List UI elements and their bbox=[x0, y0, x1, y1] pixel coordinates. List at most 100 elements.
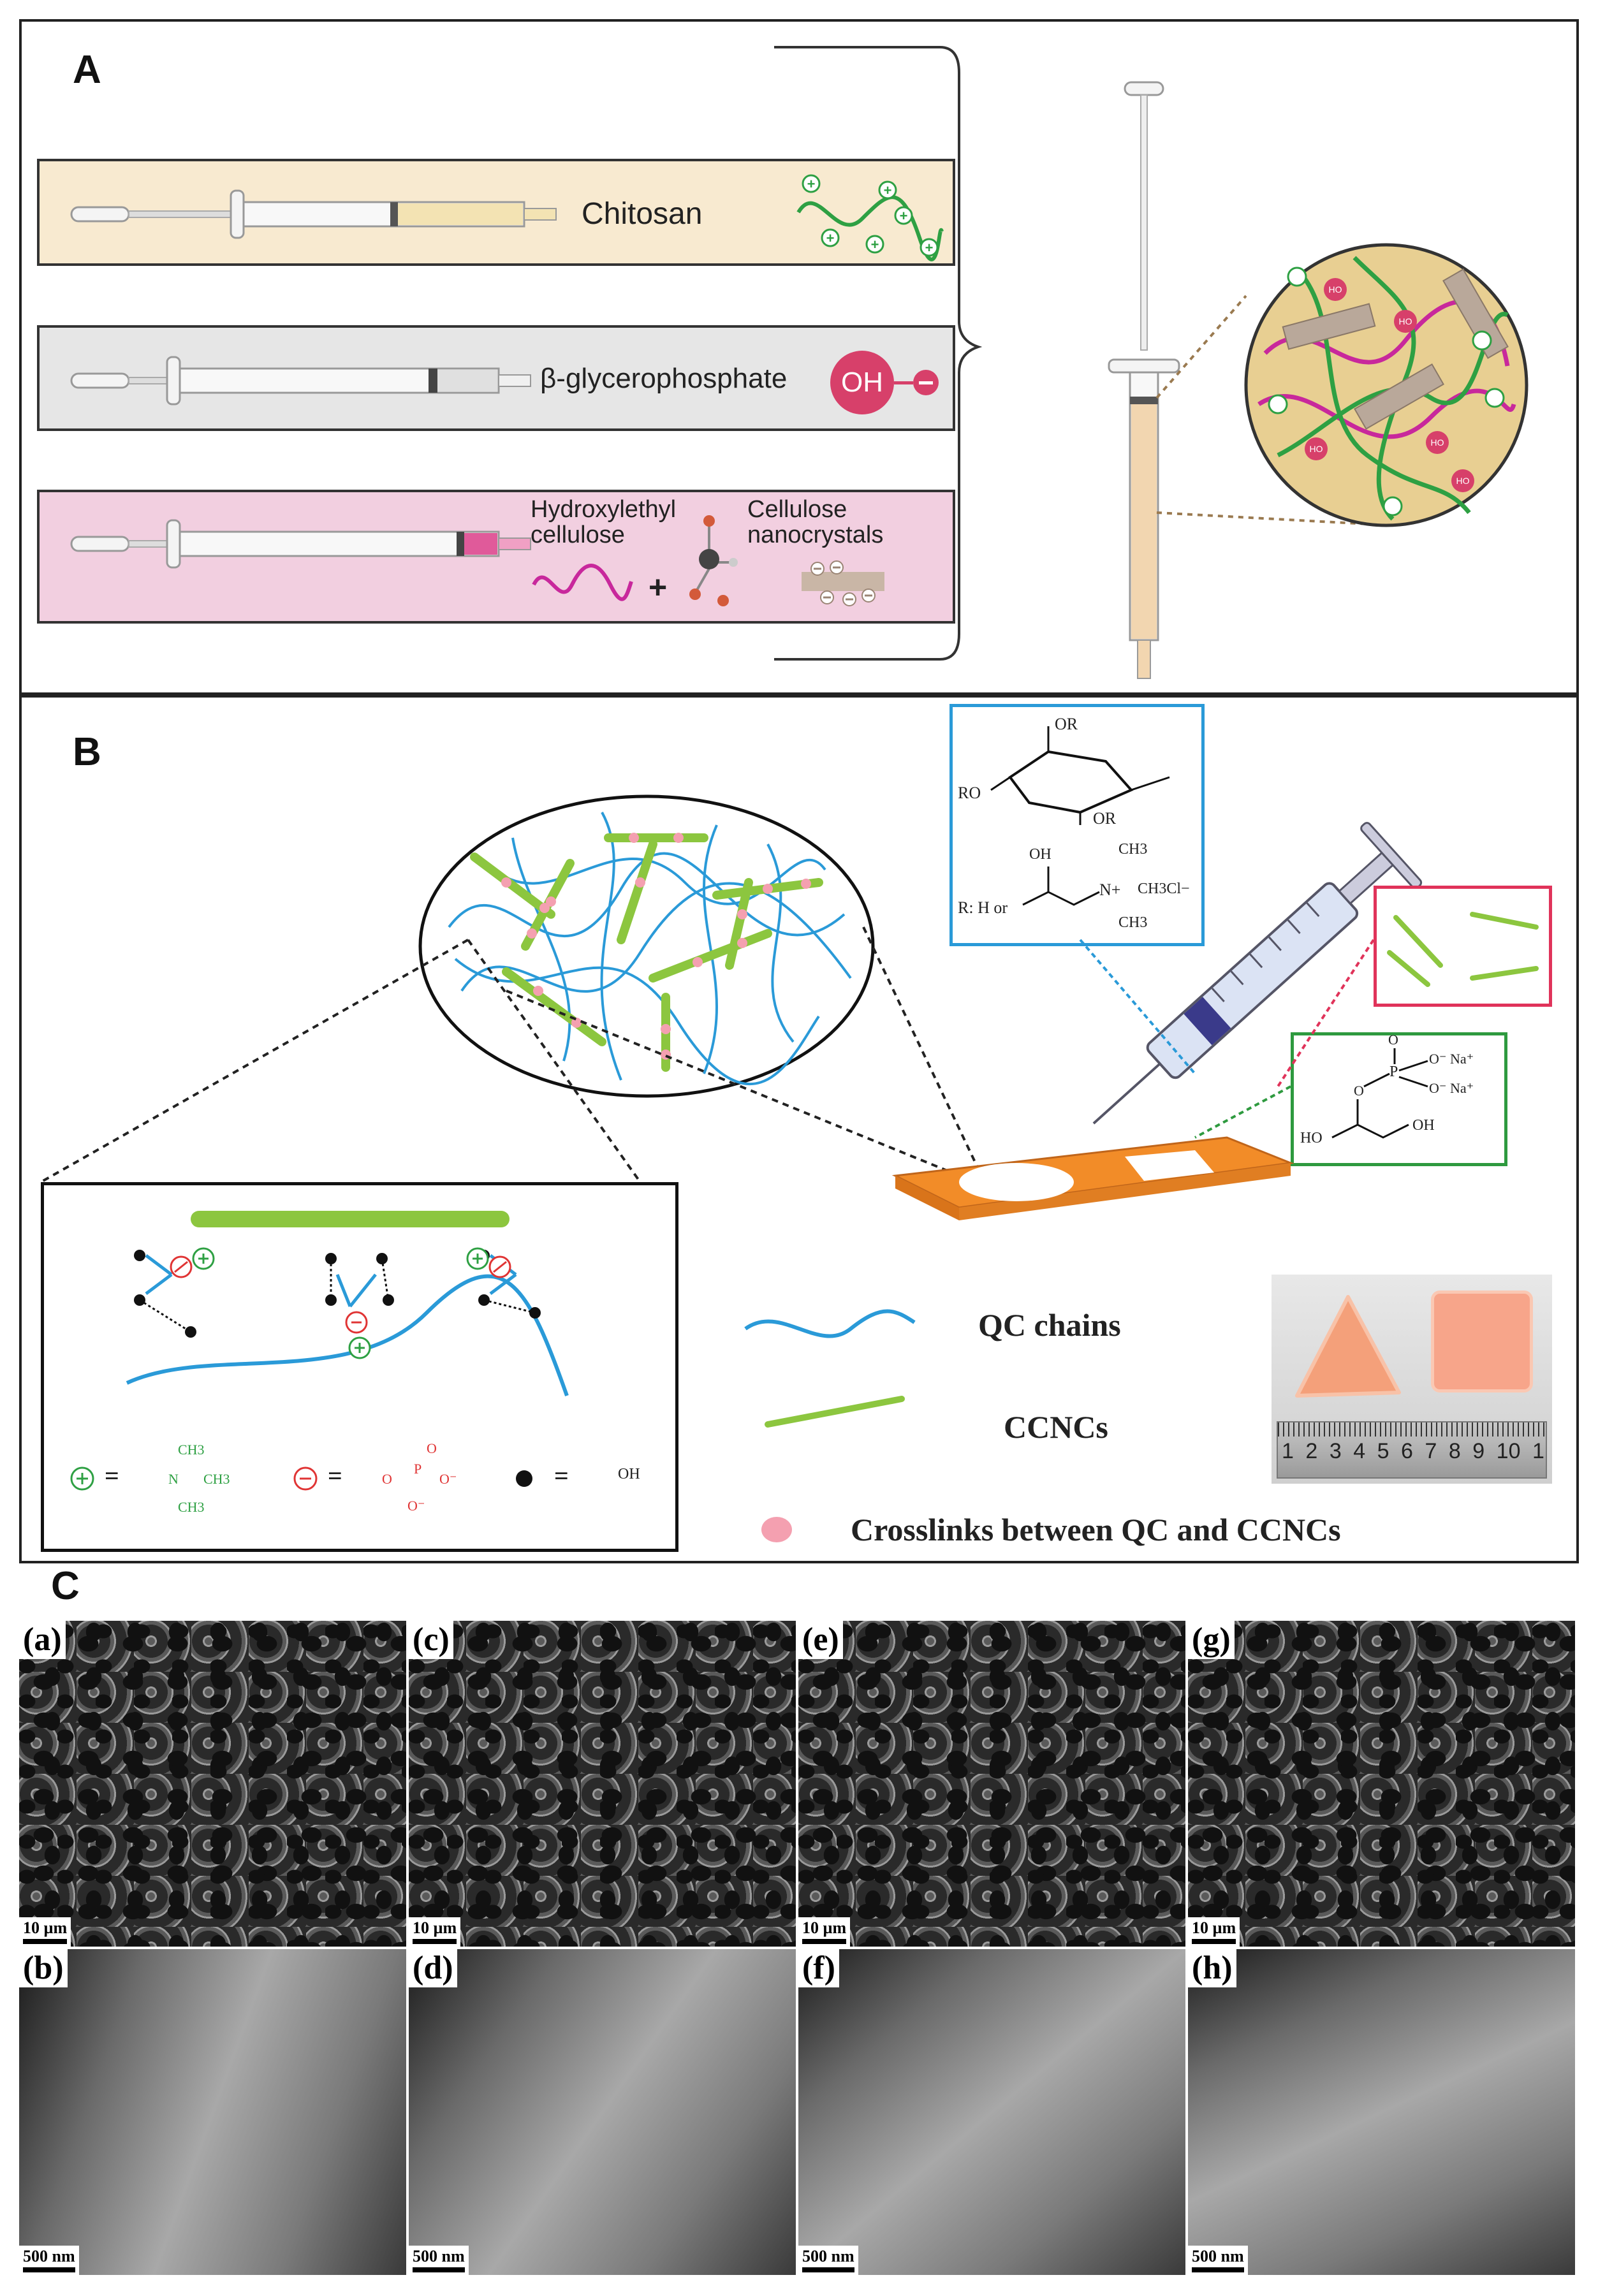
sem-image: (h)500 nm bbox=[1188, 1949, 1575, 2275]
scale-bar-label: 10 µm bbox=[23, 1919, 68, 1937]
ho-symbol: HO bbox=[1310, 444, 1323, 454]
gp-formula-box: O P O⁻ Na⁺ O⁻ Na⁺ O HO OH bbox=[1291, 1032, 1507, 1166]
gp-o-na-2: O⁻ Na⁺ bbox=[1429, 1080, 1474, 1096]
scale-bar: 500 nm bbox=[1188, 2246, 1248, 2275]
plus-sign: + bbox=[649, 569, 668, 605]
hec-label-line1: Hydroxylethyl bbox=[531, 496, 677, 523]
svg-text:+: + bbox=[884, 182, 892, 198]
interaction-schematic bbox=[126, 1211, 569, 1396]
glucose-ring-icon bbox=[990, 726, 1170, 825]
scale-bar-label: 500 nm bbox=[23, 2247, 75, 2265]
scale-bar-label: 500 nm bbox=[1192, 2247, 1244, 2265]
sem-image: (c) 10 µm bbox=[409, 1621, 796, 1947]
key-o1: O bbox=[382, 1471, 392, 1487]
gp-o-link: O bbox=[1354, 1083, 1364, 1099]
scale-bar-line bbox=[1192, 2267, 1244, 2272]
hec-label-line2: cellulose bbox=[531, 522, 625, 548]
formula-ch3-bottom: CH3 bbox=[1118, 914, 1148, 931]
negative-charge-icon bbox=[894, 381, 913, 384]
key-ch3c: CH3 bbox=[178, 1499, 205, 1515]
ho-symbol: HO bbox=[1456, 476, 1470, 486]
hydrogel-network-zoom: HO HO HO HO HO bbox=[1244, 243, 1528, 527]
panel-c: C (a)10 µm(c)10 µm(e)10 µm(g)10 µm(b)500… bbox=[19, 1563, 1579, 2281]
ccnc-box bbox=[1374, 886, 1552, 1007]
key-ch3a: CH3 bbox=[178, 1442, 205, 1458]
key-equals-oh: = bbox=[554, 1461, 569, 1490]
gp-o-na-1: O⁻ Na⁺ bbox=[1429, 1051, 1474, 1067]
ruler-number: 8 bbox=[1448, 1439, 1461, 1463]
injection-syringe-icon bbox=[1092, 822, 1423, 1125]
hec-chain-icon bbox=[532, 564, 633, 601]
formula-oh: OH bbox=[1029, 846, 1052, 863]
sem-image: (a) 10 µm bbox=[19, 1621, 406, 1947]
sem-image: (e)10 µm bbox=[798, 1621, 1185, 1947]
negative-charge-circle bbox=[913, 370, 939, 395]
cnc-label-line1: Cellulose bbox=[747, 496, 847, 523]
scale-bar-line bbox=[802, 1939, 847, 1944]
hec-cnc-row: Hydroxylethyl cellulose + Cellulose nano… bbox=[37, 490, 955, 624]
ruler-number: 1 bbox=[1282, 1439, 1294, 1463]
formula-or-top: OR bbox=[1055, 715, 1078, 733]
scale-bar-line bbox=[23, 2267, 75, 2272]
sem-panel-label: (d) bbox=[409, 1949, 457, 1987]
ruler-number: 7 bbox=[1425, 1439, 1437, 1463]
oh-anion-icon: OH bbox=[830, 351, 894, 414]
interaction-inset: = CH3 N CH3 CH3 = O P O⁻ O⁻ O = OH bbox=[41, 1182, 678, 1552]
ruler-number: 9 bbox=[1472, 1439, 1485, 1463]
scale-bar: 500 nm bbox=[19, 2246, 79, 2275]
sem-image: (b) 500 nm bbox=[19, 1949, 406, 2275]
panel-c-label: C bbox=[51, 1564, 80, 1608]
cnc-label-line2: nanocrystals bbox=[747, 522, 884, 548]
sem-panel-label: (c) bbox=[409, 1621, 453, 1659]
scale-bar-line bbox=[413, 2267, 465, 2272]
panel-a-label: A bbox=[73, 48, 101, 92]
ruler-number: 10 bbox=[1496, 1439, 1521, 1463]
gp-o-top: O bbox=[1388, 1032, 1398, 1048]
scale-bar-line bbox=[23, 1939, 68, 1944]
sem-image: (f) 500 nm bbox=[798, 1949, 1185, 2275]
key-n: N bbox=[168, 1471, 179, 1487]
sem-panel-label: (b) bbox=[19, 1949, 68, 1987]
qc-ccnc-network-zoom bbox=[418, 794, 875, 1098]
sem-image-grid: (a)10 µm(c)10 µm(e)10 µm(g)10 µm(b)500 n… bbox=[19, 1621, 1579, 2281]
key-oh: OH bbox=[618, 1466, 640, 1482]
loaded-syringe-icon bbox=[1108, 81, 1180, 679]
hydrogel-photo: 1 2 3 4 5 6 7 8 9 10 1 bbox=[1272, 1275, 1552, 1484]
sem-panel-label: (a) bbox=[19, 1621, 66, 1659]
sem-panel-label: (g) bbox=[1188, 1621, 1235, 1659]
chitosan-row: Chitosan ++++++ bbox=[37, 159, 955, 266]
scale-bar: 10 µm bbox=[409, 1917, 461, 1947]
panel-a: A Chitosan ++++++ bbox=[19, 19, 1579, 695]
key-o3: O⁻ bbox=[407, 1498, 425, 1514]
ho-symbol: HO bbox=[1399, 316, 1412, 326]
square-hydrogel bbox=[1431, 1291, 1533, 1393]
legend-ccnc-label: CCNCs bbox=[1004, 1409, 1108, 1445]
key-equals-neg: = bbox=[328, 1461, 342, 1490]
glycerophosphate-row: β-glycerophosphate OH bbox=[37, 325, 955, 431]
ccnc-rods-icon bbox=[1387, 912, 1539, 987]
formula-ro: RO bbox=[958, 784, 981, 802]
ruler-number: 4 bbox=[1353, 1439, 1366, 1463]
syringe-icon bbox=[70, 519, 531, 569]
crosslinker-molecule-icon bbox=[689, 515, 738, 606]
qc-chain-legend-icon bbox=[744, 1309, 916, 1338]
negative-charge-key-icon bbox=[293, 1466, 318, 1491]
triangle-hydrogel bbox=[1295, 1295, 1401, 1398]
scale-bar-label: 10 µm bbox=[1192, 1919, 1236, 1937]
scale-bar: 500 nm bbox=[798, 2246, 858, 2275]
crosslink-legend-icon bbox=[761, 1517, 792, 1542]
legend-crosslink-label: Crosslinks between QC and CCNCs bbox=[851, 1512, 1341, 1547]
key-p: P bbox=[414, 1461, 422, 1477]
ho-symbol: HO bbox=[1431, 437, 1444, 448]
ccnc-legend-icon bbox=[765, 1396, 905, 1428]
sem-panel-label: (f) bbox=[798, 1949, 839, 1987]
grouping-bracket bbox=[774, 46, 983, 661]
ruler: 1 2 3 4 5 6 7 8 9 10 1 bbox=[1277, 1421, 1547, 1479]
ruler-number: 1 bbox=[1532, 1439, 1544, 1463]
syringe-icon bbox=[70, 356, 531, 406]
scale-bar-label: 10 µm bbox=[802, 1919, 847, 1937]
scale-bar-line bbox=[413, 1939, 457, 1944]
scale-bar-label: 10 µm bbox=[413, 1919, 457, 1937]
ruler-number: 6 bbox=[1401, 1439, 1413, 1463]
qc-formula-box: OR RO OR OH R: H or CH3 N+ CH3Cl− CH3 bbox=[949, 704, 1205, 946]
